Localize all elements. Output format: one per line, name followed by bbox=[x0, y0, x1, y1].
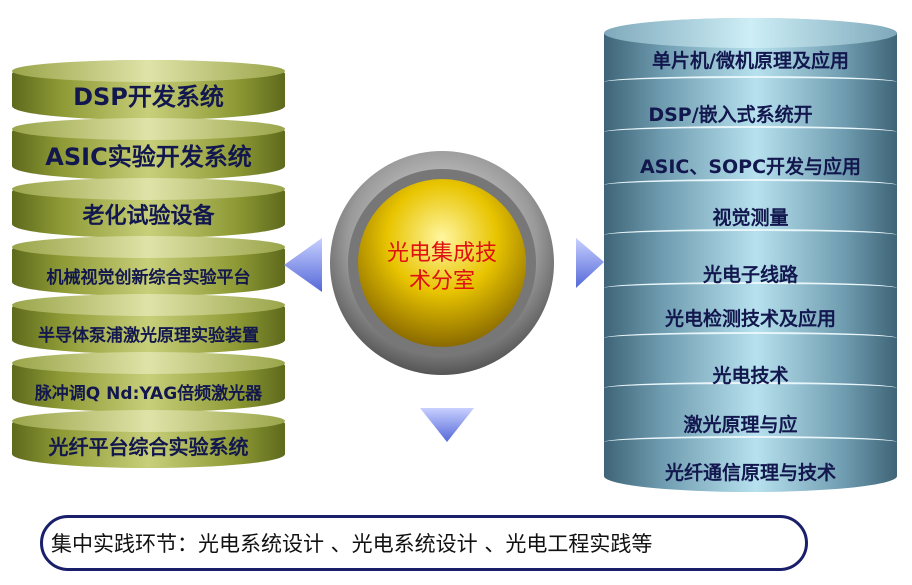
right-item: 视觉测量 bbox=[712, 207, 789, 229]
left-disc: ASIC实验开发系统 bbox=[12, 118, 285, 180]
left-disc: 半导体泵浦激光原理实验装置 bbox=[12, 294, 285, 354]
right-item: 光纤通信原理与技术 bbox=[664, 462, 836, 484]
disc-label: 脉冲调Q Nd:YAG倍频激光器 bbox=[34, 384, 263, 404]
separator bbox=[604, 76, 897, 88]
left-disc: DSP开发系统 bbox=[12, 60, 285, 120]
footer-text: 集中实践环节：光电系统设计 、光电系统设计 、光电工程实践等 bbox=[51, 532, 653, 556]
center-title-line: 光电集成技 bbox=[386, 241, 497, 266]
right-item: 单片机/微机原理及应用 bbox=[652, 50, 849, 72]
gold-core bbox=[358, 179, 526, 347]
separator bbox=[604, 332, 897, 344]
disc-label: 老化试验设备 bbox=[82, 204, 215, 229]
disc-label: DSP开发系统 bbox=[73, 83, 224, 111]
separator bbox=[604, 282, 897, 294]
left-disc: 脉冲调Q Nd:YAG倍频激光器 bbox=[12, 352, 285, 412]
separator bbox=[604, 382, 897, 394]
separator bbox=[604, 179, 897, 191]
right-item: DSP/嵌入式系统开 bbox=[648, 104, 813, 126]
right-item: 激光原理与应 bbox=[683, 414, 798, 436]
right-item: 光电技术 bbox=[712, 365, 789, 387]
disc-label: 光纤平台综合实验系统 bbox=[48, 435, 249, 459]
footer-banner: 集中实践环节：光电系统设计 、光电系统设计 、光电工程实践等 bbox=[40, 515, 808, 571]
separator bbox=[604, 229, 897, 241]
right-stack: 单片机/微机原理及应用 DSP/嵌入式系统开 ASIC、SOPC开发与应用 视觉… bbox=[604, 18, 897, 492]
separator bbox=[604, 126, 897, 138]
disc-label: 机械视觉创新综合实验平台 bbox=[46, 268, 251, 288]
arrow-left-icon bbox=[284, 238, 322, 292]
left-disc: 老化试验设备 bbox=[12, 178, 285, 238]
disc-label: 半导体泵浦激光原理实验装置 bbox=[38, 326, 259, 346]
left-disc: 机械视觉创新综合实验平台 bbox=[12, 236, 285, 296]
arrow-right-icon bbox=[576, 238, 604, 288]
separator bbox=[604, 436, 897, 448]
disc-label: ASIC实验开发系统 bbox=[45, 143, 252, 171]
left-disc: 光纤平台综合实验系统 bbox=[12, 410, 285, 468]
right-item: 光电子线路 bbox=[702, 264, 798, 286]
right-item: 光电检测技术及应用 bbox=[664, 308, 836, 330]
right-item: ASIC、SOPC开发与应用 bbox=[639, 156, 862, 178]
center-title: 光电集成技 术分室 bbox=[362, 240, 522, 296]
center-title-line: 术分室 bbox=[408, 269, 475, 294]
arrow-down-icon bbox=[420, 408, 474, 442]
